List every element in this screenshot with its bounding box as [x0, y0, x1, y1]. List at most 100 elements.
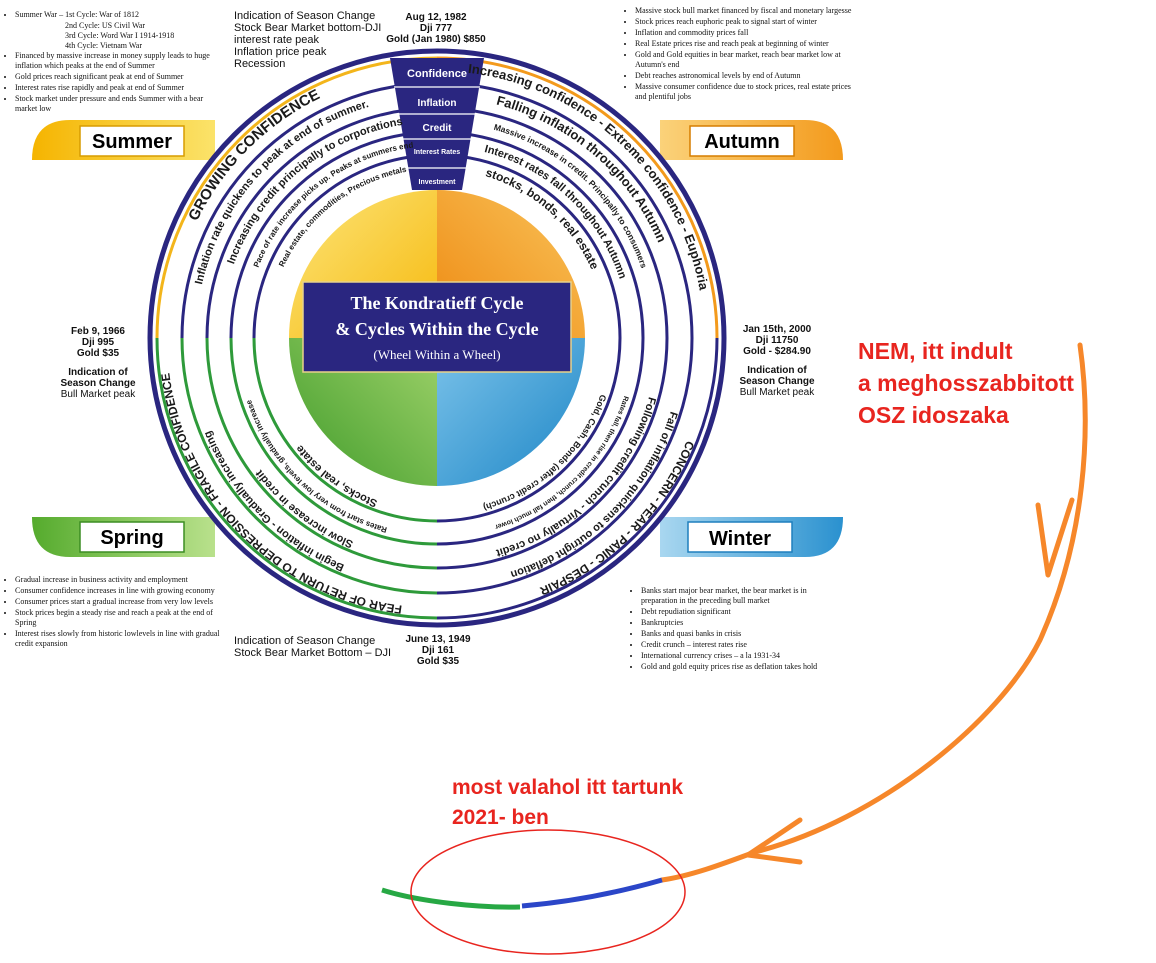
gold: Gold $35: [416, 656, 460, 667]
left-date-block: Feb 9, 1966 Dji 995 Gold $35 Indication …: [46, 326, 150, 400]
note: 4th Cycle: Vietnam War: [65, 41, 143, 50]
indicator-credit: Credit: [423, 123, 453, 134]
note: Debt repudiation significant: [641, 607, 844, 617]
title-line-3: (Wheel Within a Wheel): [373, 347, 500, 362]
note: Stock prices begin a steady rise and rea…: [15, 608, 228, 628]
season-autumn: Autumn: [704, 131, 780, 153]
autumn-rings: [436, 56, 719, 339]
indicator-investment: Investment: [419, 179, 457, 186]
indicator-line: Bull Market peak: [60, 389, 136, 400]
title-box: [302, 281, 572, 373]
note: 2nd Cycle: US Civil War: [65, 21, 146, 30]
title-line-1: The Kondratieff Cycle: [351, 293, 524, 313]
note: Massive consumer confidence due to stock…: [635, 82, 862, 102]
bottom-date-block: June 13, 1949 Dji 161 Gold $35: [388, 634, 488, 667]
dji: Dji 995: [81, 337, 115, 348]
highlight-ellipse: [410, 829, 686, 955]
note: Gold and Gold equities in bear market, r…: [635, 50, 862, 70]
annotation-bottom: most valahol itt tartunk 2021- ben: [452, 773, 782, 833]
note: Massive stock bull market financed by fi…: [635, 6, 862, 16]
note: Stock market under pressure and ends Sum…: [15, 94, 216, 114]
date: Feb 9, 1966: [71, 326, 125, 337]
note: Financed by massive increase in money su…: [15, 51, 216, 71]
indicator-line: Bull Market peak: [739, 387, 815, 398]
gold: Gold (Jan 1980) $850: [386, 34, 486, 45]
note: Interest rates rise rapidly and peak at …: [15, 83, 216, 93]
note: Gradual increase in business activity an…: [15, 575, 228, 585]
indicator-line: Inflation price peak: [234, 46, 327, 58]
date: Jan 15th, 2000: [742, 324, 812, 335]
orange-arrowhead-upper: [1035, 497, 1075, 578]
note: Stock prices reach euphoric peak to sign…: [635, 17, 862, 27]
indicator-line: Season Change: [739, 376, 815, 387]
note: Real Estate prices rise and reach peak a…: [635, 39, 862, 49]
spring-rings: [155, 337, 438, 620]
note: Gold prices reach significant peak at en…: [15, 72, 216, 82]
annotation-line: 2021- ben: [452, 806, 549, 829]
indicator-interest-rates: Interest Rates: [414, 149, 460, 156]
note: Banks start major bear market, the bear …: [641, 586, 844, 606]
note: Inflation and commodity prices fall: [635, 28, 862, 38]
summer-notes: Summer War – 1st Cycle: War of 1812 2nd …: [6, 10, 216, 115]
orange-arrow-curve: [752, 342, 1088, 855]
summer-rings: [155, 56, 438, 339]
indicator-line: Season Change: [60, 378, 136, 389]
title-line-2: & Cycles Within the Cycle: [335, 319, 538, 339]
annotation-right: NEM, itt indult a meghosszabbitott OSZ i…: [858, 335, 1148, 431]
season-change-indicator-top: Indication of Season Change Stock Bear M…: [234, 10, 394, 70]
note: Credit crunch – interest rates rise: [641, 640, 844, 650]
note: Bankruptcies: [641, 618, 844, 628]
season-summer: Summer: [92, 131, 172, 153]
date: Aug 12, 1982: [405, 12, 467, 23]
season-change-indicator-bottom: Indication of Season Change Stock Bear M…: [234, 635, 404, 659]
indicator-line: interest rate peak: [234, 34, 319, 46]
blue-arc-segment: [521, 877, 663, 909]
indicator-title: Indication of Season Change: [234, 10, 376, 22]
spring-notes: Gradual increase in business activity an…: [6, 575, 228, 650]
note: Debt reaches astronomical levels by end …: [635, 71, 862, 81]
note: Interest rises slowly from historic lowl…: [15, 629, 228, 649]
winter-tab: Winter: [660, 517, 843, 557]
note: Summer War – 1st Cycle: War of 1812: [15, 10, 216, 20]
annotation-line: NEM, itt indult: [858, 338, 1013, 364]
indicator-line: Stock Bear Market bottom-DJI: [234, 22, 382, 34]
season-winter: Winter: [709, 528, 771, 550]
top-date-block: Aug 12, 1982 Dji 777 Gold (Jan 1980) $85…: [376, 12, 496, 45]
annotation-line: most valahol itt tartunk: [452, 776, 684, 799]
spring-tab: Spring: [32, 517, 215, 557]
note: Gold and gold equity prices rise as defl…: [641, 662, 844, 672]
annotation-line: OSZ idoszaka: [858, 402, 1009, 428]
indicator-line: Indication of: [68, 367, 128, 378]
date: June 13, 1949: [405, 634, 471, 645]
autumn-notes: Massive stock bull market financed by fi…: [626, 6, 862, 103]
spring-quadrant: [289, 338, 437, 486]
winter-quadrant: [437, 338, 585, 486]
gold: Gold - $284.90: [743, 346, 811, 357]
dji: Dji 777: [419, 23, 453, 34]
indicator-column: [390, 58, 484, 190]
annotation-line: a meghosszabbitott: [858, 370, 1074, 396]
indicator-line: Recession: [234, 58, 286, 70]
winter-rings: [436, 337, 719, 620]
note: 3rd Cycle: Word War I 1914-1918: [65, 31, 175, 40]
green-arc-segment: [381, 887, 521, 910]
orange-arc-segment: [659, 849, 758, 883]
indicator-confidence: Confidence: [407, 68, 467, 80]
note: Consumer confidence increases in line wi…: [15, 586, 228, 596]
note: Banks and quasi banks in crisis: [641, 629, 844, 639]
right-date-block: Jan 15th, 2000 Dji 11750 Gold - $284.90 …: [722, 324, 832, 398]
dji: Dji 161: [421, 645, 455, 656]
indicator-line: Indication of: [747, 365, 807, 376]
autumn-tab: Autumn: [660, 120, 843, 160]
indicator-line: Stock Bear Market Bottom – DJI: [234, 647, 392, 659]
dji: Dji 11750: [755, 335, 799, 346]
indicator-title: Indication of Season Change: [234, 635, 376, 647]
indicator-inflation: Inflation: [418, 98, 457, 109]
winter-notes: Banks start major bear market, the bear …: [632, 586, 844, 673]
summer-tab: Summer: [32, 120, 215, 160]
note: International currency crises – a la 193…: [641, 651, 844, 661]
season-spring: Spring: [100, 527, 163, 549]
gold: Gold $35: [76, 348, 120, 359]
note: Consumer prices start a gradual increase…: [15, 597, 228, 607]
